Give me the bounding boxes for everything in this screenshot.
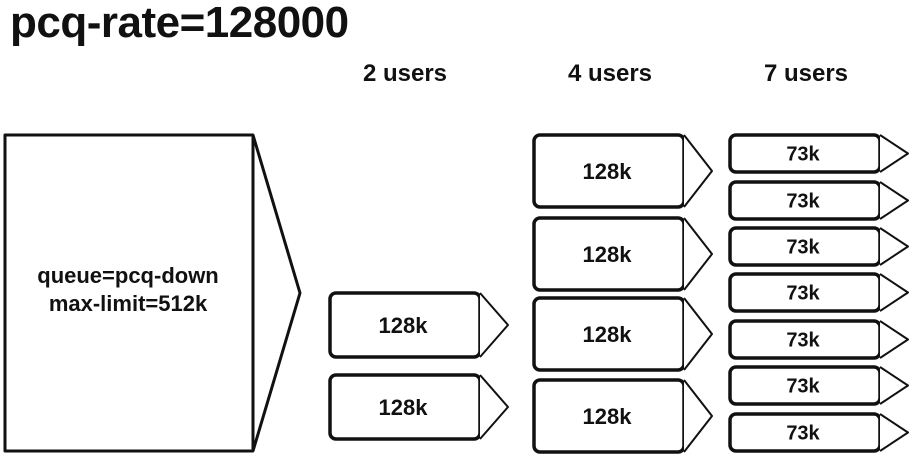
column-heading-2-users: 2 users xyxy=(362,60,448,87)
queue-arrow-shape xyxy=(3,133,302,453)
user-rate-label: 73k xyxy=(786,376,820,398)
user-queue-arrow: 73k xyxy=(728,365,909,406)
column-heading-4-users: 4 users xyxy=(567,60,653,87)
user-queue-arrow-tip xyxy=(879,134,909,173)
user-queue-arrow-tip xyxy=(879,273,909,312)
user-queue-arrow: 73k xyxy=(728,133,909,174)
user-queue-arrow-tip xyxy=(879,227,909,266)
user-queue-arrow: 73k xyxy=(728,180,909,221)
user-rate-label: 73k xyxy=(786,330,820,352)
queue-arrow: queue=pcq-down max-limit=512k xyxy=(3,133,302,453)
user-rate-label: 73k xyxy=(786,283,820,305)
user-rate-label: 128k xyxy=(583,159,633,184)
user-queue-arrow: 128k xyxy=(328,373,509,441)
user-rate-label: 128k xyxy=(583,404,633,429)
user-rate-label: 128k xyxy=(379,313,429,338)
user-queue-arrow: 128k xyxy=(532,378,713,454)
user-queue-arrow: 73k xyxy=(728,226,909,267)
user-queue-arrow-tip xyxy=(879,320,909,359)
user-queue-arrow-tip xyxy=(683,134,713,208)
column-heading-7-users: 7 users xyxy=(763,60,849,87)
user-rate-label: 73k xyxy=(786,237,820,259)
page-title: pcq-rate=128000 xyxy=(10,0,349,47)
queue-label-limit: max-limit=512k xyxy=(49,291,208,316)
user-queue-arrow: 73k xyxy=(728,272,909,313)
user-queue-arrow-tip xyxy=(879,366,909,405)
user-queue-arrow-tip xyxy=(683,297,713,371)
user-rate-label: 128k xyxy=(583,322,633,347)
user-queue-arrow: 128k xyxy=(532,296,713,372)
user-queue-arrow-tip xyxy=(879,181,909,220)
user-queue-arrow-tip xyxy=(683,217,713,291)
user-queue-arrow: 128k xyxy=(532,133,713,209)
user-rate-label: 128k xyxy=(379,395,429,420)
user-queue-arrow-tip xyxy=(479,292,509,358)
queue-label-type: queue=pcq-down xyxy=(37,263,219,288)
user-rate-label: 128k xyxy=(583,242,633,267)
user-queue-arrow-tip xyxy=(683,379,713,453)
user-rate-label: 73k xyxy=(786,423,820,445)
user-queue-arrow: 128k xyxy=(532,216,713,292)
user-queue-arrow-tip xyxy=(879,413,909,452)
user-rate-label: 73k xyxy=(786,144,820,166)
user-queue-arrow-tip xyxy=(479,374,509,440)
user-queue-arrow: 73k xyxy=(728,319,909,360)
user-queue-arrow: 128k xyxy=(328,291,509,359)
user-queue-arrow: 73k xyxy=(728,412,909,453)
user-rate-label: 73k xyxy=(786,191,820,213)
user-flow-boxes: 128k 128k 128k 128k 128k 128k 73k 73k 73k 73k 73k 7… xyxy=(328,133,909,454)
